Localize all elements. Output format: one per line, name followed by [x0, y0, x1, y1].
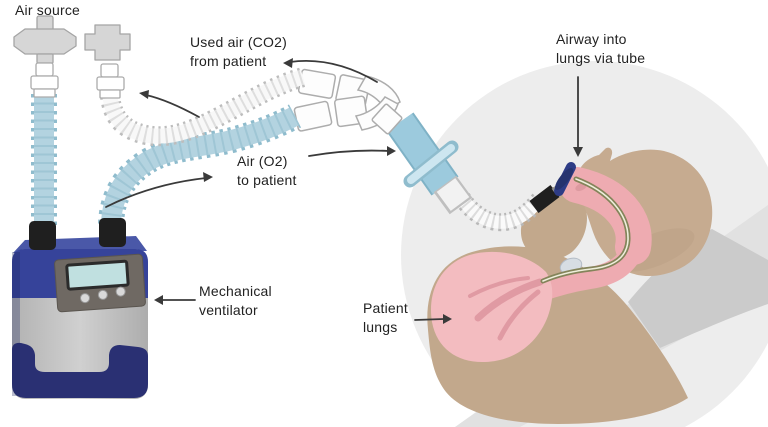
elbow-flange-face [407, 144, 455, 184]
ventilator-base [12, 342, 148, 398]
o2-long-arrowhead [387, 146, 396, 156]
lung-streak-1 [474, 278, 544, 322]
label-o2-line2: to patient [237, 172, 297, 188]
label-ventilator-line2: ventilator [199, 302, 258, 318]
lungs-arrowhead [443, 314, 452, 324]
patient-circuit [293, 68, 576, 232]
elbow-connector [388, 113, 457, 195]
fitting-stack-1 [30, 62, 59, 98]
lung-streak-3 [468, 276, 530, 298]
patient-shadow [628, 229, 768, 348]
label-lungs-line2: lungs [363, 319, 398, 335]
annotation-arrows [105, 58, 583, 324]
o2-tube [98, 104, 302, 225]
endotracheal-tube-stripe [542, 178, 629, 282]
label-airway: Airway into lungs via tube [556, 30, 645, 68]
label-used-air: Used air (CO2) from patient [190, 33, 287, 71]
air-source-connector-1 [13, 15, 77, 64]
label-o2-line1: Air (O2) [237, 153, 288, 169]
airway-arrowhead [573, 147, 583, 157]
fitting-stack-2 [96, 63, 125, 99]
mouth-black-connector [529, 185, 560, 213]
o2-short-arrowhead [203, 172, 213, 182]
label-lungs: Patient lungs [363, 299, 408, 337]
label-airway-line1: Airway into [556, 31, 627, 47]
mechanical-ventilator [12, 218, 148, 399]
label-lungs-line1: Patient [363, 300, 408, 316]
label-air-source: Air source [15, 1, 80, 20]
label-o2: Air (O2) to patient [237, 152, 297, 190]
lung-streak-2 [497, 289, 541, 341]
ring-connector [436, 178, 470, 211]
label-used-air-line2: from patient [190, 53, 267, 69]
mouth-plug-flange [554, 168, 574, 190]
ventilator-circuit [12, 15, 306, 399]
o2-long-arrow [308, 149, 390, 157]
to-air-source-arrow [145, 94, 200, 118]
patient-scene [401, 61, 768, 427]
ventilator-screen [65, 259, 130, 291]
ventilator-arrowhead [154, 295, 163, 305]
to-air-source-arrowhead [139, 90, 149, 99]
label-ventilator: Mechanical ventilator [199, 282, 272, 320]
used-air-arrowhead [283, 58, 293, 68]
ventilator-buttons [80, 286, 126, 304]
o2-short-arrow [105, 177, 207, 208]
ventilator-panel [54, 253, 146, 313]
label-ventilator-line1: Mechanical [199, 283, 272, 299]
label-air-source-text: Air source [15, 2, 81, 18]
co2-tube [100, 67, 306, 147]
label-used-air-line1: Used air (CO2) [190, 34, 287, 50]
air-source-connector-2 [84, 24, 131, 61]
used-air-arrow [289, 59, 378, 83]
label-airway-line2: lungs via tube [556, 50, 646, 66]
ventilator-port-right [99, 218, 126, 247]
y-connector [293, 68, 403, 135]
lungs-arrow [414, 318, 445, 321]
ventilator-left-shade [12, 252, 20, 396]
ventilator-port-left [29, 221, 56, 250]
